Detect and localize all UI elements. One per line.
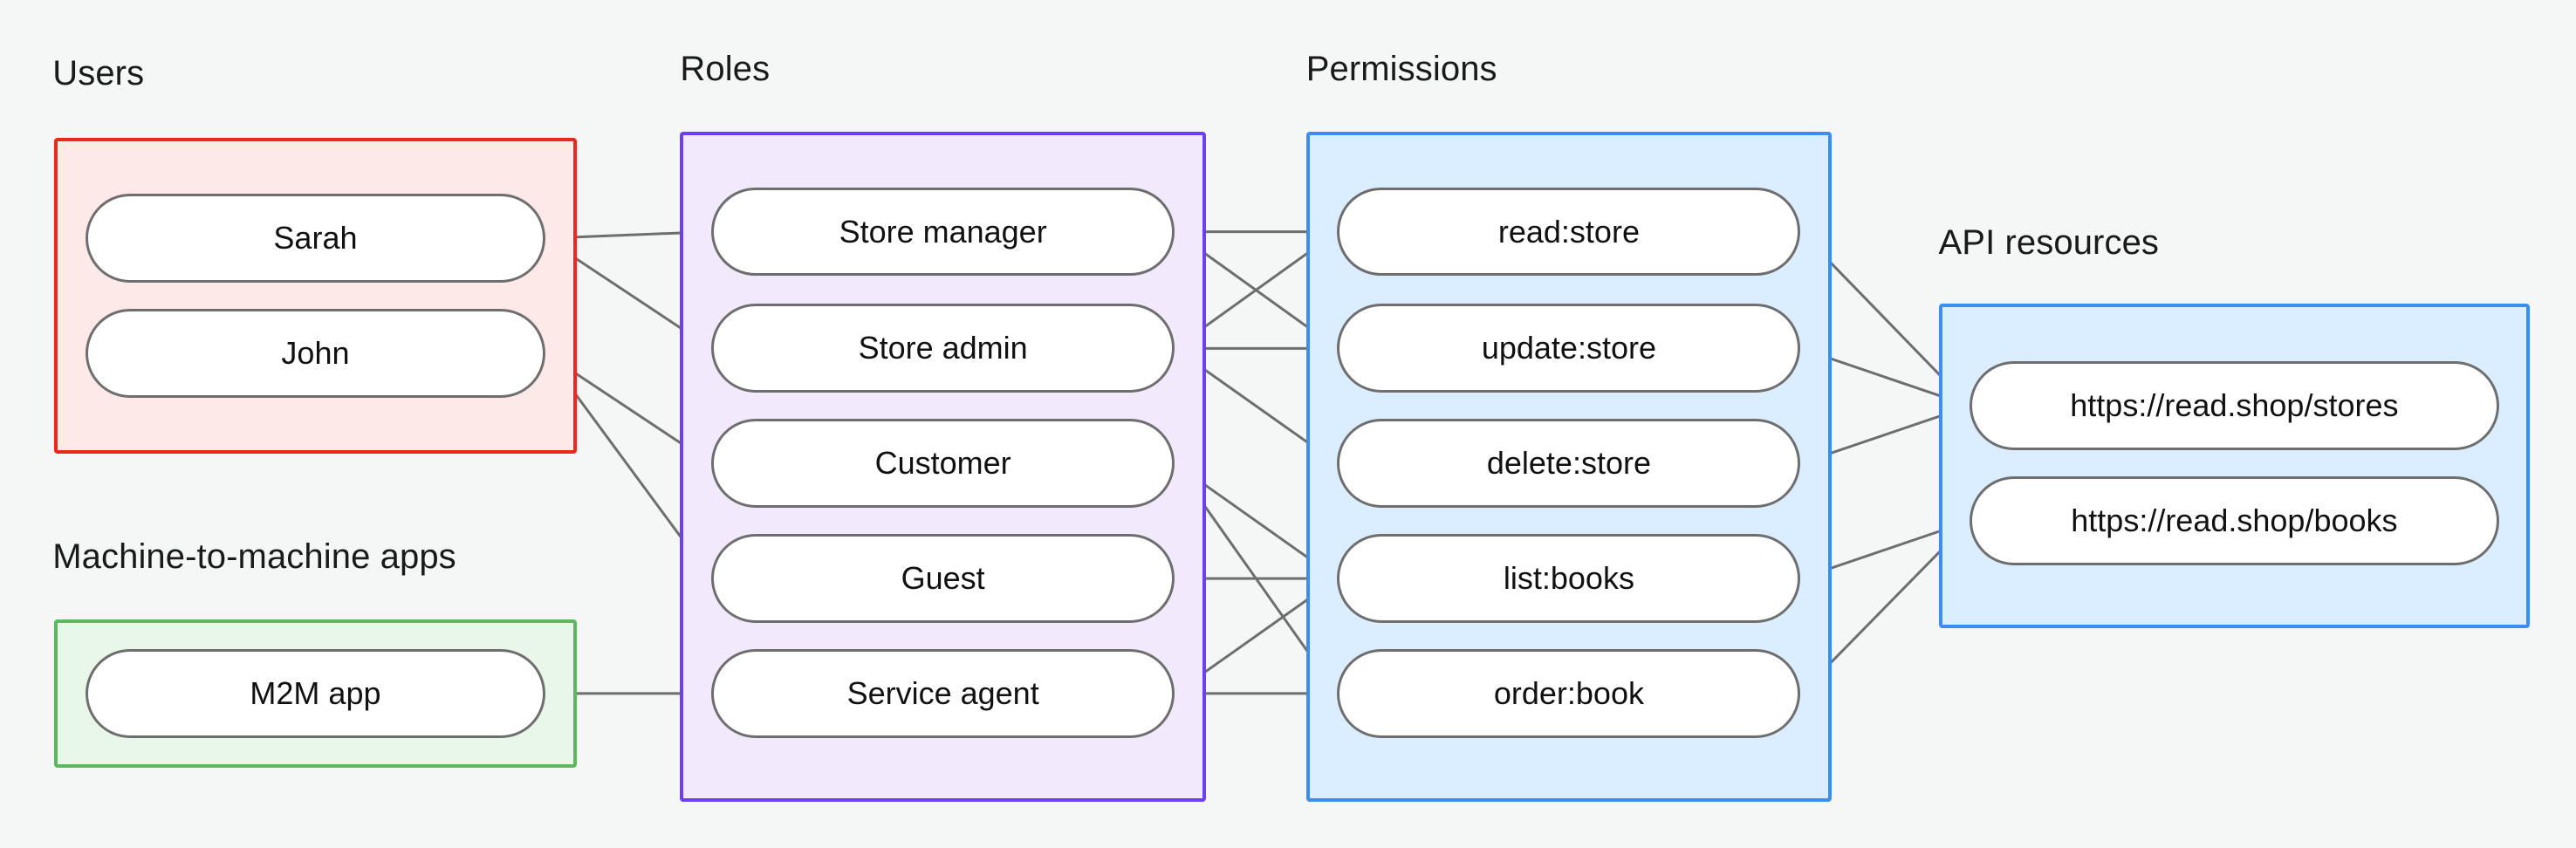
node-store-admin[interactable]: Store admin [711, 304, 1175, 393]
node-customer[interactable]: Customer [711, 419, 1175, 509]
node-read-store[interactable]: read:store [1337, 187, 1801, 277]
node-guest[interactable]: Guest [711, 534, 1175, 623]
node-service-agent[interactable]: Service agent [711, 649, 1175, 738]
node-order-book[interactable]: order:book [1337, 649, 1801, 738]
node-delete-store[interactable]: delete:store [1337, 419, 1801, 509]
node-m2m-app[interactable]: M2M app [85, 649, 546, 738]
node-res-books[interactable]: https://read.shop/books [1970, 476, 2499, 565]
node-sarah[interactable]: Sarah [85, 194, 546, 283]
group-label-m2m: Machine-to-machine apps [52, 537, 456, 576]
group-label-users: Users [52, 54, 145, 93]
node-res-stores[interactable]: https://read.shop/stores [1970, 361, 2499, 451]
node-update-store[interactable]: update:store [1337, 304, 1801, 393]
group-label-permissions: Permissions [1305, 49, 1497, 88]
group-label-api-resources: API resources [1938, 223, 2160, 263]
node-list-books[interactable]: list:books [1337, 534, 1801, 623]
group-box-users [54, 138, 577, 454]
group-label-roles: Roles [680, 49, 771, 88]
group-box-api-resources [1938, 304, 2531, 628]
node-john[interactable]: John [85, 309, 546, 398]
node-store-manager[interactable]: Store manager [711, 187, 1175, 277]
